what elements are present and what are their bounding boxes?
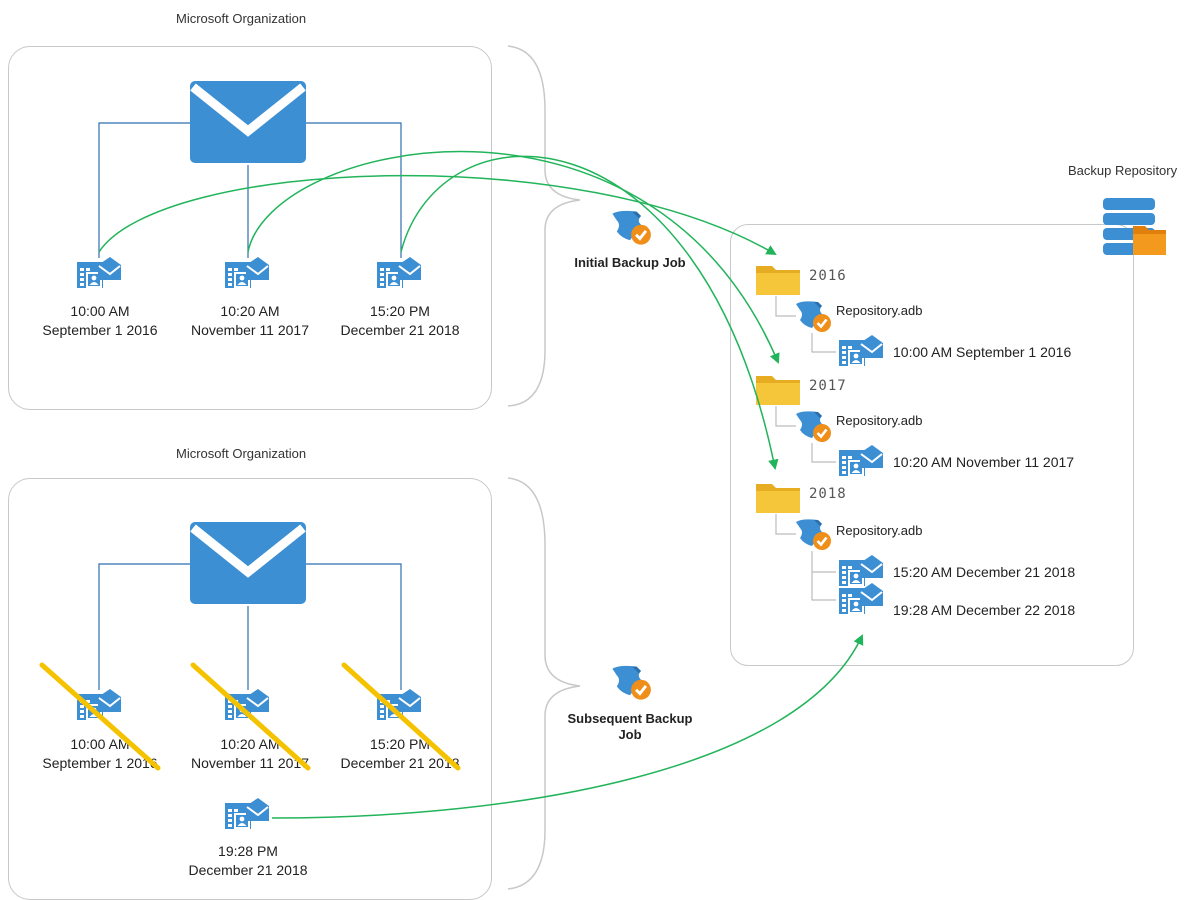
top-mailbox-caption-1: 10:00 AM September 1 2016 bbox=[20, 302, 180, 340]
repository-file-icon-2016[interactable] bbox=[792, 298, 832, 334]
mailbox-date: November 11 2017 bbox=[190, 755, 310, 771]
backup-repository-icon bbox=[1101, 196, 1167, 256]
initial-backup-job-icon[interactable] bbox=[608, 207, 652, 247]
mailbox-date: September 1 2016 bbox=[42, 322, 158, 338]
mailbox-item-icon-2016[interactable] bbox=[838, 334, 884, 372]
mailbox-time: 15:20 PM bbox=[370, 303, 430, 319]
initial-backup-job-label: Initial Backup Job bbox=[574, 255, 686, 270]
repository-box bbox=[730, 224, 1134, 666]
subsequent-label-line2: Job bbox=[618, 727, 642, 742]
bottom-envelope-icon bbox=[190, 520, 306, 606]
mailbox-time: 10:20 AM bbox=[220, 303, 280, 319]
mailbox-item-label-2018-b: 19:28 AM December 22 2018 bbox=[893, 602, 1076, 618]
repository-file-label-2017: Repository.adb bbox=[836, 413, 923, 428]
top-mailbox-caption-3: 15:20 PM December 21 2018 bbox=[320, 302, 480, 340]
top-brace bbox=[507, 45, 581, 407]
mailbox-date: November 11 2017 bbox=[190, 322, 310, 338]
new-mailbox-caption: 19:28 PM December 21 2018 bbox=[168, 842, 328, 880]
top-org-title: Microsoft Organization bbox=[176, 11, 307, 26]
folder-icon-2016[interactable] bbox=[755, 262, 801, 296]
folder-icon-2017[interactable] bbox=[755, 372, 801, 406]
mailbox-item-icon-2018-b[interactable] bbox=[838, 582, 884, 620]
year-label-2017: 2017 bbox=[809, 378, 847, 394]
backup-repository-title: Backup Repository bbox=[1068, 163, 1178, 178]
mailbox-item-label-2016: 10:00 AM September 1 2016 bbox=[893, 344, 1072, 360]
mailbox-time: 10:00 AM bbox=[70, 303, 130, 319]
mailbox-date: December 21 2018 bbox=[188, 862, 308, 878]
bottom-mailbox-caption-1: 10:00 AM September 1 2016 bbox=[20, 735, 180, 773]
bottom-mailbox-caption-3: 15:20 PM December 21 2018 bbox=[320, 735, 480, 773]
mailbox-date: December 21 2018 bbox=[340, 322, 460, 338]
repository-file-label-2016: Repository.adb bbox=[836, 303, 923, 318]
top-mailbox-icon-1[interactable] bbox=[76, 256, 122, 294]
mailbox-time: 10:00 AM bbox=[70, 736, 130, 752]
mailbox-time: 19:28 PM bbox=[218, 843, 278, 859]
bottom-mailbox-icon-3[interactable] bbox=[376, 688, 422, 726]
top-mailbox-icon-3[interactable] bbox=[376, 256, 422, 294]
repository-file-label-2018: Repository.adb bbox=[836, 523, 923, 538]
folder-icon-2018[interactable] bbox=[755, 480, 801, 514]
mailbox-date: December 21 2018 bbox=[340, 755, 460, 771]
bottom-brace bbox=[507, 477, 581, 890]
repository-file-icon-2017[interactable] bbox=[792, 408, 832, 444]
mailbox-time: 10:20 AM bbox=[220, 736, 280, 752]
new-mailbox-icon[interactable] bbox=[224, 797, 270, 835]
top-mailbox-icon-2[interactable] bbox=[224, 256, 270, 294]
mailbox-item-label-2018-a: 15:20 AM December 21 2018 bbox=[893, 564, 1076, 580]
year-label-2018: 2018 bbox=[809, 486, 847, 502]
mailbox-time: 15:20 PM bbox=[370, 736, 430, 752]
bottom-mailbox-icon-2[interactable] bbox=[224, 688, 270, 726]
year-label-2016: 2016 bbox=[809, 268, 847, 284]
top-envelope-icon bbox=[190, 81, 306, 163]
subsequent-backup-job-icon[interactable] bbox=[608, 662, 652, 702]
bottom-org-title: Microsoft Organization bbox=[176, 446, 307, 461]
repository-file-icon-2018[interactable] bbox=[792, 516, 832, 552]
bottom-mailbox-icon-1[interactable] bbox=[76, 688, 122, 726]
bottom-mailbox-caption-2: 10:20 AM November 11 2017 bbox=[170, 735, 330, 773]
mailbox-item-label-2017: 10:20 AM November 11 2017 bbox=[893, 454, 1075, 470]
subsequent-backup-job-label: Subsequent Backup Job bbox=[560, 711, 700, 743]
top-mailbox-caption-2: 10:20 AM November 11 2017 bbox=[170, 302, 330, 340]
mailbox-item-icon-2017[interactable] bbox=[838, 444, 884, 482]
mailbox-date: September 1 2016 bbox=[42, 755, 158, 771]
subsequent-label-line1: Subsequent Backup bbox=[567, 711, 693, 726]
